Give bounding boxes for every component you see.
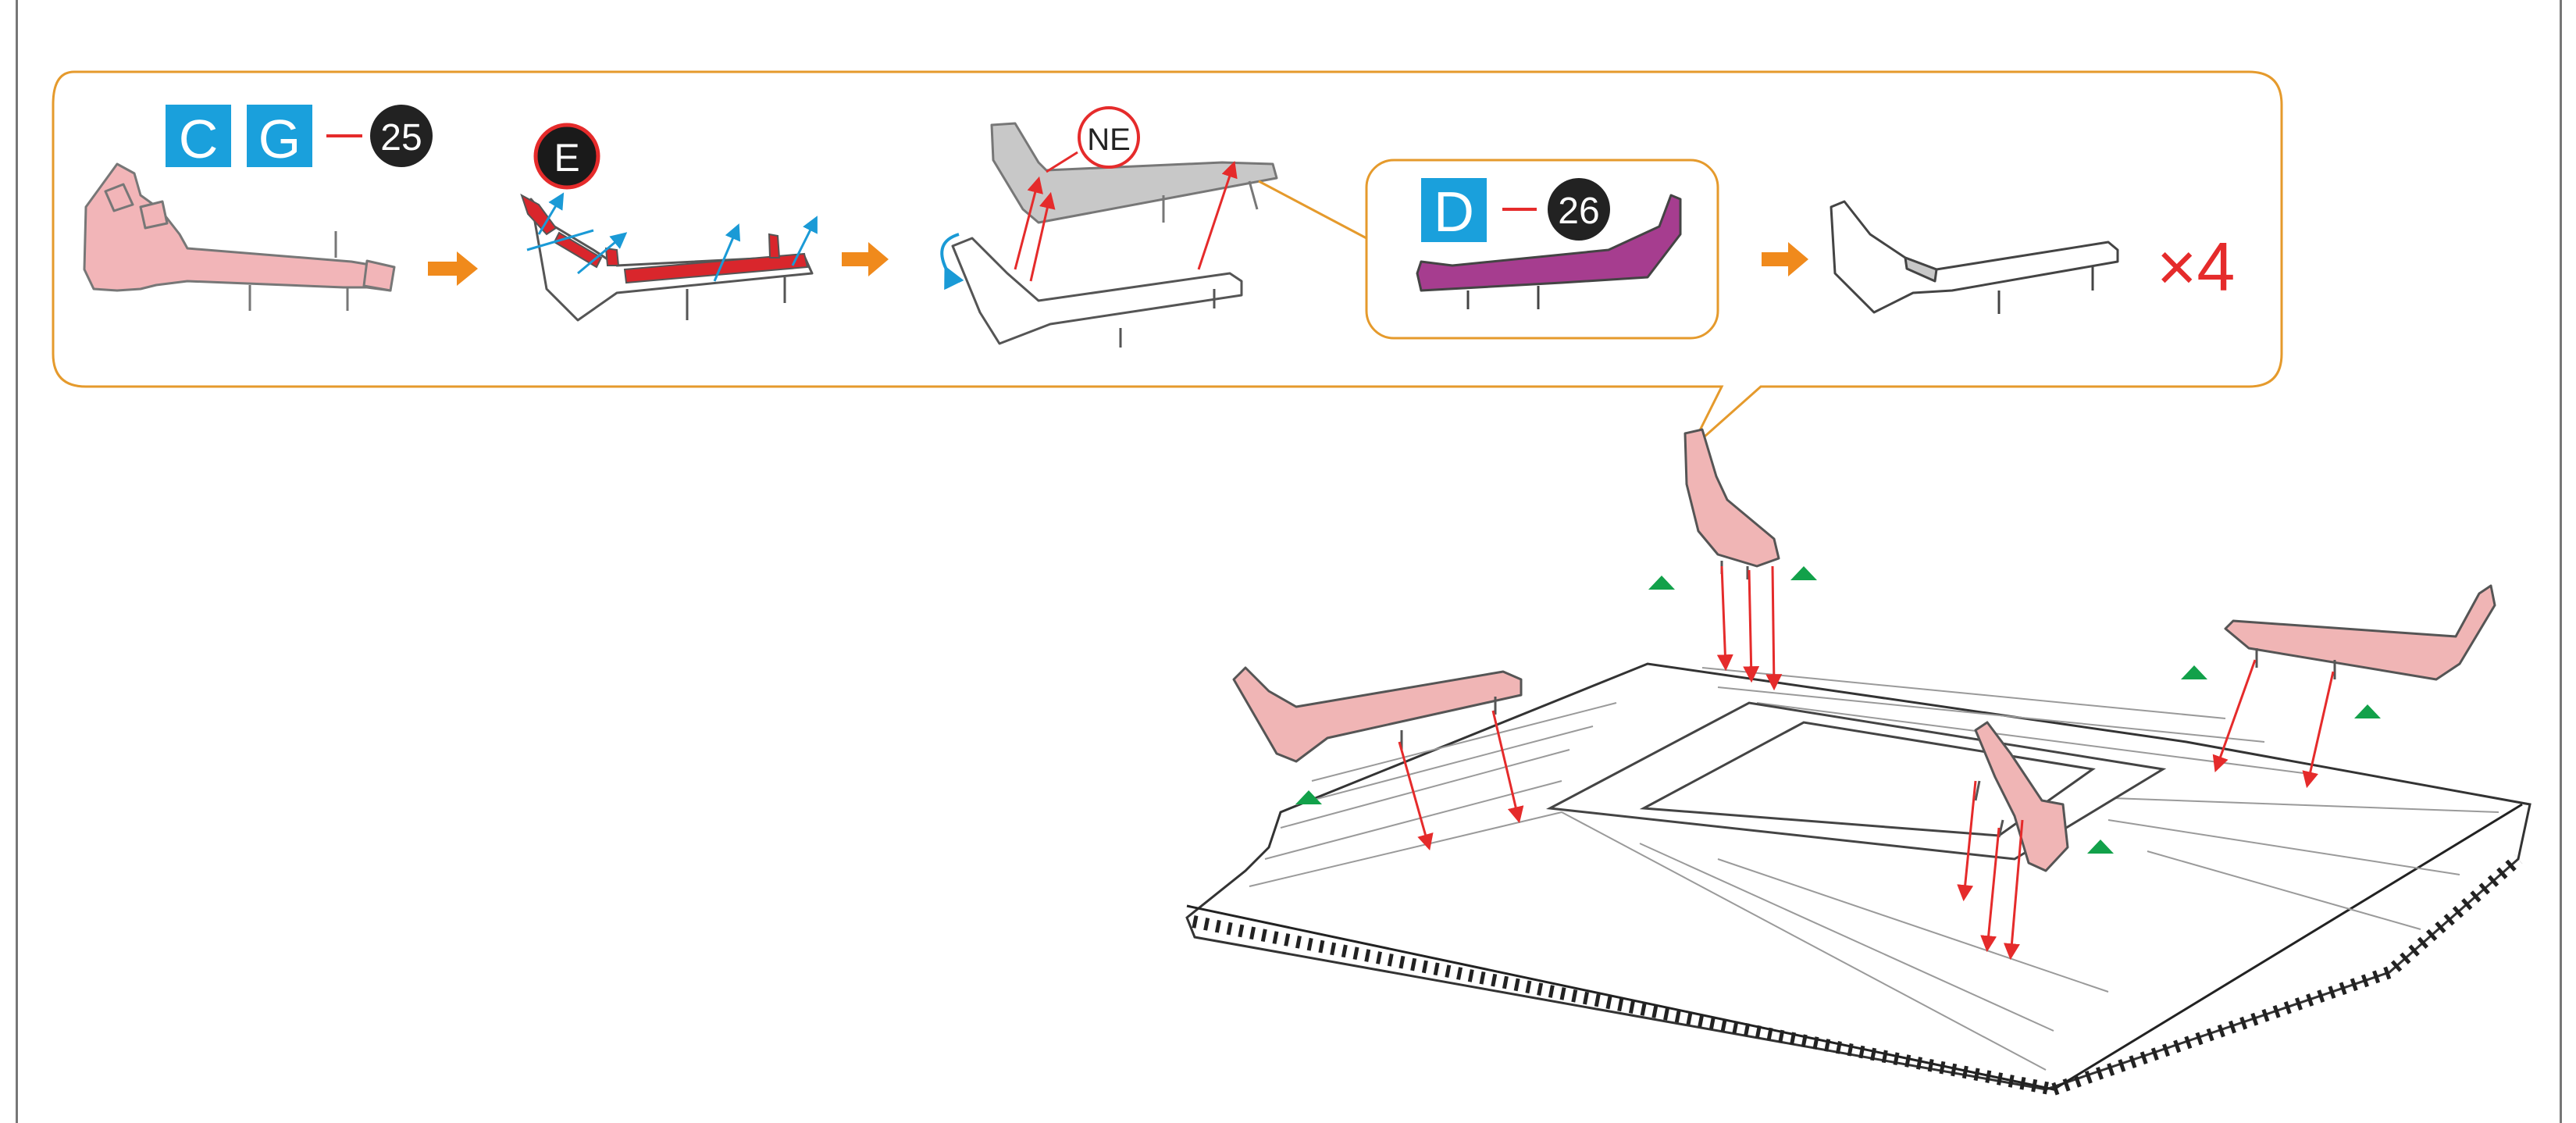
- triangle-marker-icon: [1648, 576, 1675, 590]
- stand-piece-north: [1683, 428, 1780, 579]
- step1-part: [83, 162, 396, 311]
- final-part: [1830, 200, 2119, 314]
- sticker-strips: [520, 193, 809, 284]
- step2-part: [529, 198, 814, 322]
- svg-text:G: G: [258, 109, 301, 169]
- fold-arrow-icon: [526, 192, 818, 282]
- step-panel: [52, 70, 2283, 451]
- step-arrow-icon: [428, 251, 478, 286]
- triangle-marker-icon: [2354, 704, 2381, 718]
- seating-rows: [1249, 667, 2499, 1071]
- quantity-label: ×4: [2157, 228, 2235, 305]
- placement-arrows: [1398, 565, 2335, 961]
- svg-text:25: 25: [380, 117, 422, 159]
- triangle-marker-icon: [1790, 566, 1817, 580]
- part-code-g-badge: G: [247, 105, 312, 169]
- svg-text:NE: NE: [1087, 123, 1131, 157]
- triangle-marker-icon: [2087, 840, 2114, 854]
- step3-base-part: [951, 237, 1243, 348]
- step-arrow-icon: [842, 242, 889, 276]
- part-code-d-badge: D: [1421, 178, 1487, 244]
- sheet-number-badge-25: 25: [370, 105, 433, 167]
- stand-piece-south: [1974, 721, 2069, 872]
- right-border-line: [2560, 0, 2562, 1123]
- rotate-arrow-icon: [940, 233, 964, 291]
- step3-insert: [990, 122, 1278, 224]
- triangle-marker-icon: [2181, 665, 2207, 679]
- sheet-callout-e: E: [533, 123, 600, 190]
- stand-piece-east: [2224, 584, 2496, 681]
- left-border-line: [16, 0, 18, 1123]
- svg-text:E: E: [554, 136, 579, 180]
- inset-leader-line: [1258, 180, 1367, 240]
- triangle-marker-icon: [1295, 790, 1322, 804]
- stadium-base: [1185, 662, 2531, 1096]
- step-arrow-icon: [1762, 242, 1808, 276]
- guide-arrows-step3: [1014, 161, 1238, 282]
- svg-text:C: C: [179, 109, 219, 169]
- svg-text:26: 26: [1558, 191, 1599, 232]
- sheet-callout-ne: NE: [1078, 106, 1140, 169]
- part-code-c-badge: C: [166, 105, 231, 169]
- sheet-number-badge-26: 26: [1548, 178, 1610, 241]
- inset-part: [1416, 194, 1682, 309]
- svg-text:D: D: [1434, 181, 1474, 244]
- pitch-inner: [1639, 721, 2096, 837]
